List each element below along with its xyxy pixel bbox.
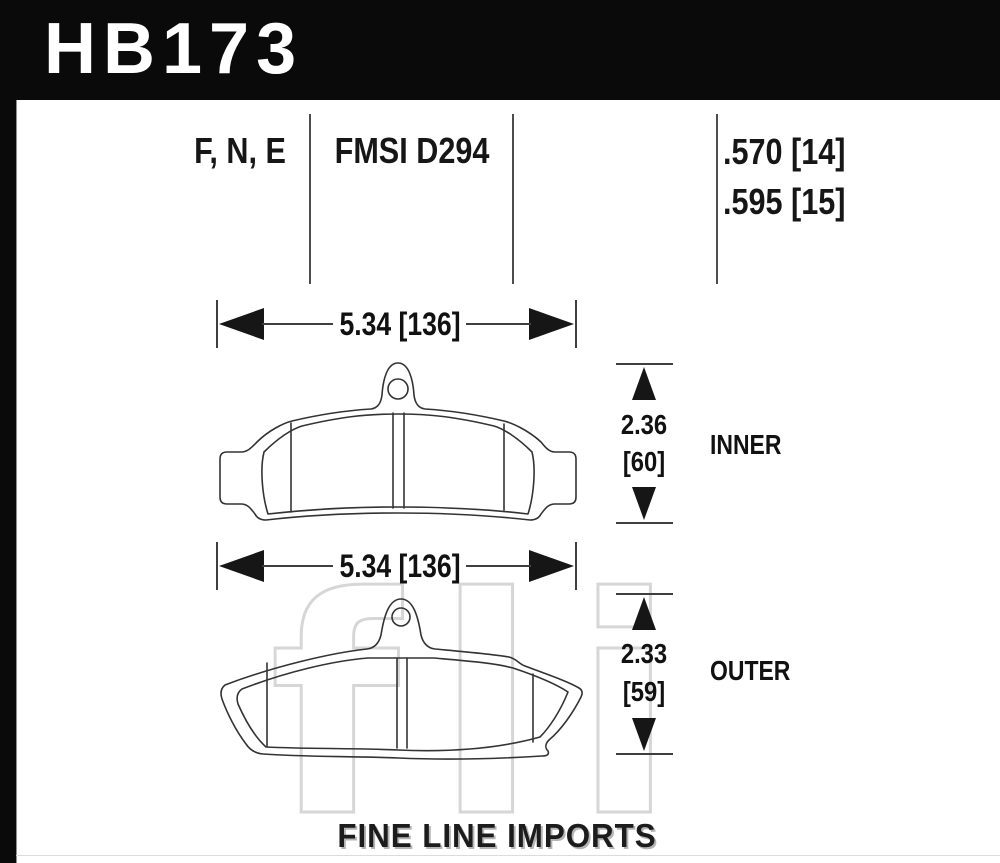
divider-line-2 bbox=[512, 114, 514, 284]
inner-pad-friction-outline bbox=[261, 413, 535, 515]
inner-height-dim-mm: [60] bbox=[622, 446, 666, 477]
inner-pad-label: INNER bbox=[710, 429, 782, 460]
brand-footer-text: FINE LINE IMPORTS bbox=[337, 817, 657, 854]
pad-thickness-line-2: .595 [15] bbox=[723, 181, 846, 222]
outer-pad-friction-outline bbox=[236, 657, 569, 752]
left-arrowhead-icon bbox=[219, 550, 264, 582]
inner-pad-hole bbox=[387, 378, 409, 400]
inner-width-dim-label: 5.34 [136] bbox=[339, 306, 461, 342]
divider-line-1 bbox=[309, 114, 311, 284]
pad-thickness-line-1: .570 [14] bbox=[723, 131, 846, 172]
left-arrowhead-icon bbox=[219, 308, 264, 340]
outer-height-dim-inches: 2.33 bbox=[620, 638, 668, 669]
divider-line-3 bbox=[716, 114, 718, 284]
inner-pad-backing-plate-outline bbox=[219, 362, 577, 521]
down-arrowhead-icon bbox=[632, 487, 656, 520]
inner-pad-drawing bbox=[219, 362, 577, 521]
outer-pad-drawing bbox=[220, 598, 583, 760]
up-arrowhead-icon bbox=[632, 597, 656, 630]
left-edge-strip bbox=[0, 0, 17, 863]
up-arrowhead-icon bbox=[632, 367, 656, 400]
top-banner: HB173 bbox=[0, 0, 1000, 100]
outer-pad-hole bbox=[391, 607, 411, 627]
inner-height-dimension bbox=[616, 363, 673, 524]
outer-height-dim-mm: [59] bbox=[622, 676, 666, 707]
down-arrowhead-icon bbox=[632, 718, 656, 751]
outer-width-dim-label: 5.34 [136] bbox=[339, 548, 461, 584]
watermark-logo-text: fli bbox=[269, 534, 710, 863]
inner-height-dim-inches: 2.36 bbox=[620, 409, 668, 440]
outer-pad-backing-plate-outline bbox=[220, 598, 583, 760]
right-arrowhead-icon bbox=[529, 308, 574, 340]
right-arrowhead-icon bbox=[529, 550, 574, 582]
fmsi-number-text: FMSI D294 bbox=[334, 130, 490, 171]
bottom-hairline bbox=[16, 855, 1000, 856]
outer-height-dimension bbox=[616, 593, 673, 755]
compound-codes-text: F, N, E bbox=[194, 130, 286, 171]
outer-width-dimension bbox=[216, 542, 577, 590]
inner-width-dimension bbox=[216, 300, 577, 348]
part-number-text: HB173 bbox=[44, 9, 304, 89]
outer-pad-label: OUTER bbox=[710, 655, 791, 686]
